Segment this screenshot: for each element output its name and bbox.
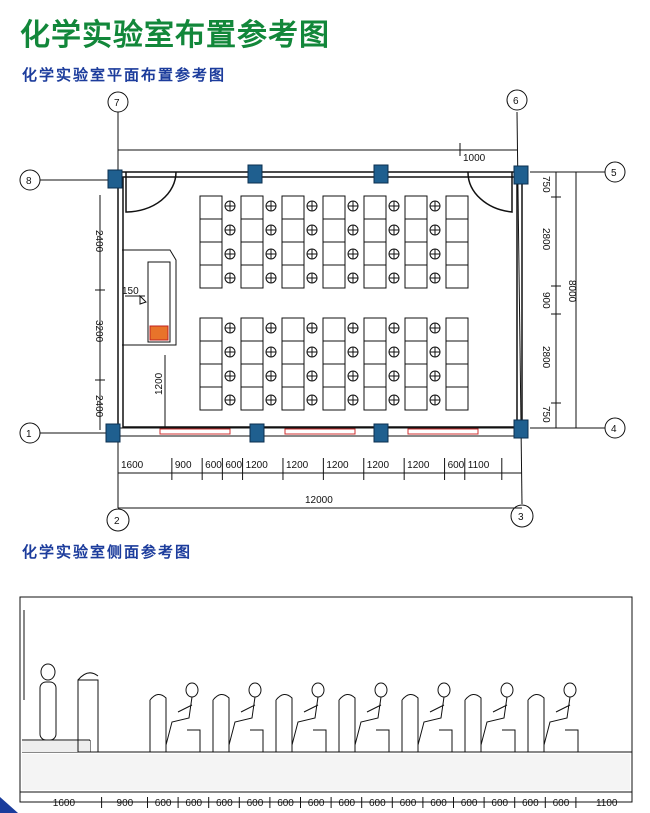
plan-subtitle: 化学实验室平面布置参考图 xyxy=(22,66,227,84)
student-figure xyxy=(374,682,388,698)
demo-bench xyxy=(77,679,99,753)
lab-desk xyxy=(149,694,167,752)
dim-label: 1200 xyxy=(367,460,390,471)
dim-label: 600 xyxy=(491,798,508,809)
dim-label: 600 xyxy=(400,798,417,809)
side-view-drawing: 1600 900 600 600 600 600 600 600 600 600 600 600 600… xyxy=(19,596,633,809)
axis-label: 4 xyxy=(611,424,617,435)
windows xyxy=(159,428,479,435)
lab-desk xyxy=(212,694,230,752)
dim-label: 600 xyxy=(448,460,465,471)
room-walls xyxy=(117,171,523,433)
dim-label: 600 xyxy=(216,798,233,809)
dim-label: 600 xyxy=(225,460,242,471)
dim-label: 2800 xyxy=(540,228,551,251)
dim-label: 3200 xyxy=(93,320,104,343)
lab-desk xyxy=(338,694,356,752)
teacher-figure xyxy=(40,663,56,681)
dim-label: 750 xyxy=(540,406,551,423)
student-figure xyxy=(185,682,199,698)
student-figure xyxy=(500,682,514,698)
columns xyxy=(105,164,529,443)
dim-label: 600 xyxy=(277,798,294,809)
dim-top: 1000 xyxy=(463,153,486,164)
dim-label: 750 xyxy=(540,176,551,193)
dim-label: 1200 xyxy=(326,460,349,471)
axis-label: 6 xyxy=(513,96,519,107)
dim-label: 1200 xyxy=(246,460,269,471)
dim-label: 1200 xyxy=(154,372,165,395)
dim-label: 600 xyxy=(308,798,325,809)
student-figure xyxy=(311,682,325,698)
dim-label: 1200 xyxy=(407,460,430,471)
dim-label: 900 xyxy=(175,460,192,471)
dim-label: 1600 xyxy=(121,460,144,471)
dim-label: 900 xyxy=(540,292,551,309)
dim-label: 900 xyxy=(117,798,134,809)
lab-desk xyxy=(464,694,482,752)
dim-label: 1100 xyxy=(596,798,618,809)
dim-label: 600 xyxy=(155,798,172,809)
dim-label: 600 xyxy=(522,798,539,809)
dim-label: 600 xyxy=(553,798,570,809)
dim-label: 12000 xyxy=(305,495,333,506)
lab-desk xyxy=(275,694,293,752)
lab-benches xyxy=(199,195,469,411)
student-figure xyxy=(248,682,262,698)
lab-desk xyxy=(401,694,419,752)
dim-label: 150 xyxy=(122,286,139,297)
dim-label: 600 xyxy=(430,798,447,809)
dim-label: 2800 xyxy=(540,346,551,369)
dim-label: 600 xyxy=(247,798,264,809)
axis-label: 3 xyxy=(518,512,524,523)
dim-label: 1600 xyxy=(53,798,76,809)
dim-label: 600 xyxy=(185,798,202,809)
dim-label: 1200 xyxy=(286,460,309,471)
axis-label: 2 xyxy=(114,516,120,527)
dim-label: 8000 xyxy=(566,280,577,303)
corner-decoration xyxy=(0,797,18,813)
lab-desk xyxy=(527,694,545,752)
dim-label: 2400 xyxy=(93,395,104,418)
dim-label: 600 xyxy=(461,798,478,809)
dim-label: 600 xyxy=(369,798,386,809)
dim-label: 600 xyxy=(205,460,222,471)
axis-markers: 7 6 8 5 1 4 2 3 xyxy=(19,89,626,532)
axis-label: 8 xyxy=(26,176,32,187)
side-subtitle: 化学实验室侧面参考图 xyxy=(22,543,193,561)
axis-label: 1 xyxy=(26,429,32,440)
student-figure xyxy=(563,682,577,698)
dim-label: 1100 xyxy=(468,460,490,471)
axis-label: 7 xyxy=(114,98,120,109)
axis-label: 5 xyxy=(611,168,617,179)
dim-label: 600 xyxy=(338,798,355,809)
demo-bench xyxy=(122,249,177,346)
dim-label: 2400 xyxy=(93,230,104,253)
student-figure xyxy=(437,682,451,698)
page-title: 化学实验室布置参考图 xyxy=(20,18,330,53)
